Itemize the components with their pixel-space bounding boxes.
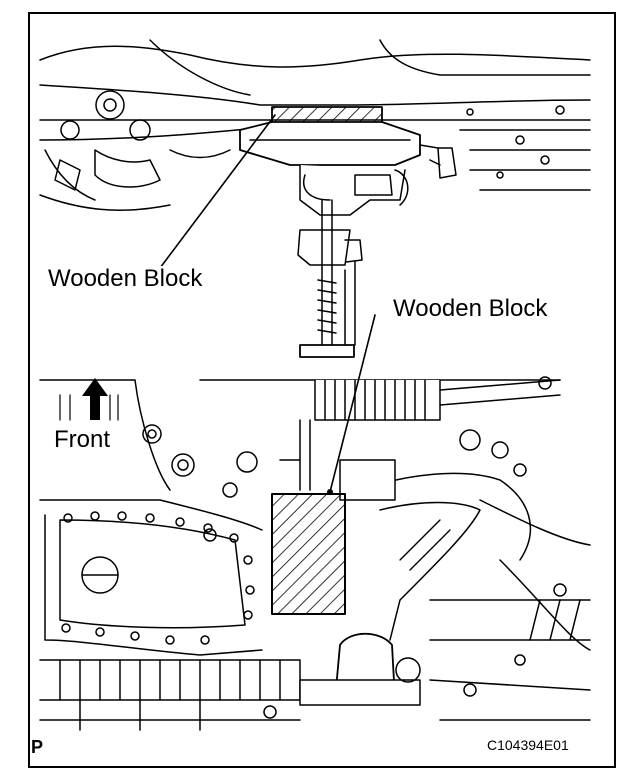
view-marker-label: P	[31, 737, 44, 757]
upper-wooden-block	[271, 106, 383, 124]
wooden-block-label-upper: Wooden Block	[45, 266, 206, 292]
leader-line-upper	[159, 114, 276, 269]
lower-wooden-block	[271, 493, 346, 615]
leader-line-lower	[329, 314, 376, 493]
lower-subframe-view	[39, 376, 591, 731]
arrow-up-icon	[59, 378, 119, 421]
wooden-block-label-lower: Wooden Block	[390, 296, 551, 322]
front-direction-label: Front	[52, 426, 113, 453]
upper-engine-view	[39, 39, 591, 358]
figure-code-label: C104394E01	[487, 737, 569, 753]
